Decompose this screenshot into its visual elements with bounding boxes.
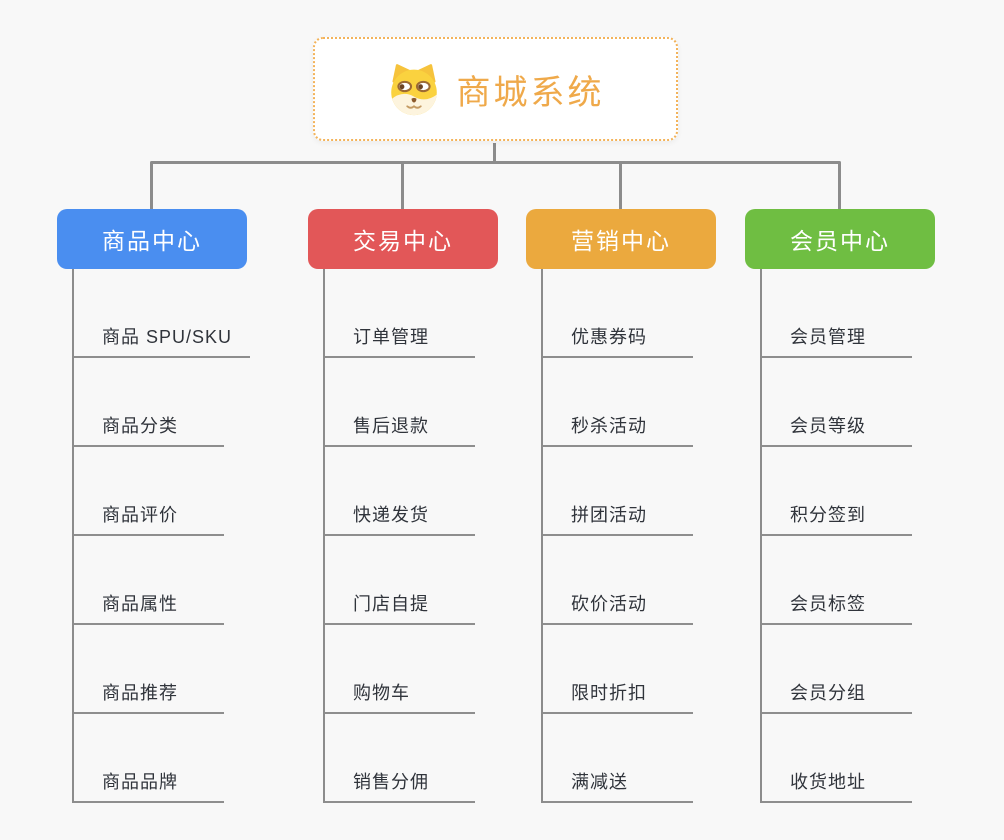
root-label: 商城系统 — [456, 73, 605, 112]
leaf-label: 满减送 — [571, 772, 628, 792]
leaf-node[interactable]: 商品推荐 — [74, 625, 224, 714]
connector-drop-1 — [150, 163, 153, 209]
leaf-label: 门店自提 — [353, 594, 429, 614]
leaf-node[interactable]: 商品 SPU/SKU — [74, 269, 251, 358]
leaf-label: 会员管理 — [790, 327, 866, 347]
leaf-node[interactable]: 限时折扣 — [543, 625, 693, 714]
leaf-label: 商品评价 — [102, 505, 178, 525]
branch-leaf-list: 优惠券码 秒杀活动 拼团活动 砍价活动 限时折扣 满减送 — [541, 269, 693, 803]
branch-label: 交易中心 — [353, 228, 453, 254]
connector-drop-2 — [401, 163, 404, 209]
leaf-node[interactable]: 会员分组 — [762, 625, 912, 714]
leaf-label: 订单管理 — [353, 327, 429, 347]
leaf-node[interactable]: 销售分佣 — [325, 714, 475, 803]
leaf-node[interactable]: 商品品牌 — [74, 714, 224, 803]
branch-label: 商品中心 — [102, 228, 202, 254]
leaf-label: 收货地址 — [790, 772, 866, 792]
leaf-label: 商品 SPU/SKU — [102, 327, 233, 347]
leaf-label: 购物车 — [353, 683, 410, 703]
leaf-node[interactable]: 门店自提 — [325, 536, 475, 625]
leaf-node[interactable]: 快递发货 — [325, 447, 475, 536]
branch-marketing-center: 营销中心 优惠券码 秒杀活动 拼团活动 砍价活动 限时折扣 满减送 — [526, 209, 766, 803]
dog-face-icon — [390, 64, 437, 116]
leaf-label: 销售分佣 — [353, 772, 429, 792]
leaf-node[interactable]: 会员等级 — [762, 358, 912, 447]
branch-node-product-center[interactable]: 商品中心 — [57, 209, 247, 269]
branch-node-marketing-center[interactable]: 营销中心 — [526, 209, 716, 269]
leaf-node[interactable]: 砍价活动 — [543, 536, 693, 625]
leaf-label: 限时折扣 — [571, 683, 647, 703]
leaf-label: 快递发货 — [353, 505, 429, 525]
branch-leaf-list: 会员管理 会员等级 积分签到 会员标签 会员分组 收货地址 — [760, 269, 912, 803]
connector-drop-4 — [838, 163, 841, 209]
branch-node-trade-center[interactable]: 交易中心 — [308, 209, 498, 269]
leaf-node[interactable]: 收货地址 — [762, 714, 912, 803]
leaf-node[interactable]: 商品属性 — [74, 536, 224, 625]
leaf-label: 优惠券码 — [571, 327, 647, 347]
branch-trade-center: 交易中心 订单管理 售后退款 快递发货 门店自提 购物车 销售分佣 — [308, 209, 548, 803]
leaf-node[interactable]: 秒杀活动 — [543, 358, 693, 447]
leaf-label: 售后退款 — [353, 416, 429, 436]
leaf-label: 会员标签 — [790, 594, 866, 614]
leaf-node[interactable]: 满减送 — [543, 714, 693, 803]
branch-label: 会员中心 — [790, 228, 890, 254]
connector-rail — [150, 161, 841, 164]
connector-drop-3 — [619, 163, 622, 209]
leaf-node[interactable]: 会员管理 — [762, 269, 912, 358]
root-node[interactable]: 商城系统 — [313, 37, 678, 141]
branch-leaf-list: 商品 SPU/SKU 商品分类 商品评价 商品属性 商品推荐 商品品牌 — [72, 269, 251, 803]
leaf-node[interactable]: 购物车 — [325, 625, 475, 714]
leaf-label: 商品品牌 — [102, 772, 178, 792]
leaf-label: 会员等级 — [790, 416, 866, 436]
leaf-node[interactable]: 订单管理 — [325, 269, 475, 358]
leaf-label: 会员分组 — [790, 683, 866, 703]
branch-label: 营销中心 — [571, 228, 671, 254]
connector-root-stub — [493, 143, 496, 164]
branch-product-center: 商品中心 商品 SPU/SKU 商品分类 商品评价 商品属性 商品推荐 商品品牌 — [57, 209, 297, 803]
leaf-node[interactable]: 售后退款 — [325, 358, 475, 447]
leaf-node[interactable]: 积分签到 — [762, 447, 912, 536]
leaf-label: 砍价活动 — [571, 594, 647, 614]
leaf-node[interactable]: 拼团活动 — [543, 447, 693, 536]
branch-node-member-center[interactable]: 会员中心 — [745, 209, 935, 269]
leaf-node[interactable]: 商品分类 — [74, 358, 224, 447]
leaf-node[interactable]: 优惠券码 — [543, 269, 693, 358]
leaf-label: 积分签到 — [790, 505, 866, 525]
leaf-label: 拼团活动 — [571, 505, 647, 525]
leaf-label: 秒杀活动 — [571, 416, 647, 436]
leaf-label: 商品推荐 — [102, 683, 178, 703]
branch-leaf-list: 订单管理 售后退款 快递发货 门店自提 购物车 销售分佣 — [323, 269, 475, 803]
leaf-node[interactable]: 商品评价 — [74, 447, 224, 536]
branch-member-center: 会员中心 会员管理 会员等级 积分签到 会员标签 会员分组 收货地址 — [745, 209, 985, 803]
leaf-node[interactable]: 会员标签 — [762, 536, 912, 625]
leaf-label: 商品分类 — [102, 416, 178, 436]
leaf-label: 商品属性 — [102, 594, 178, 614]
